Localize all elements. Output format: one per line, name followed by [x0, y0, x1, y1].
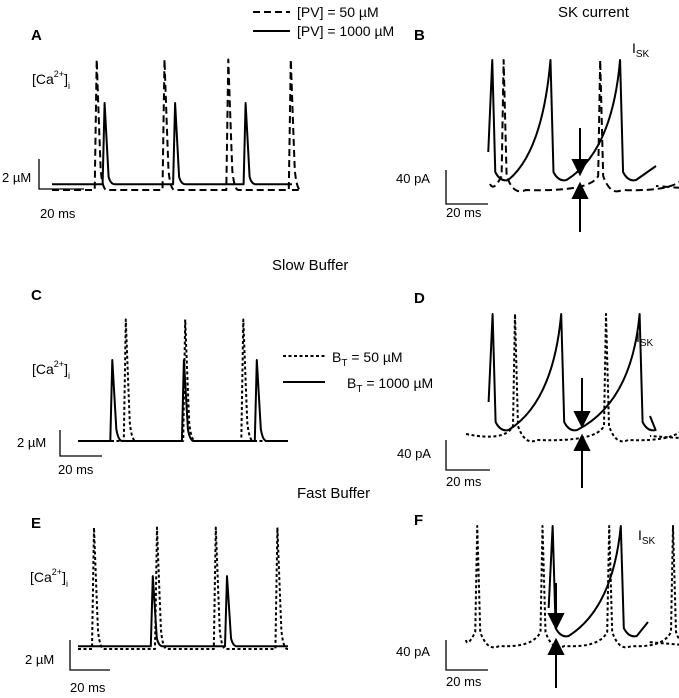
- panel-label-f: F: [414, 512, 423, 529]
- trace-a-pv-1000: [52, 102, 292, 186]
- trace-c-bt-50: [78, 318, 288, 442]
- scale-bar-c-x-label: 20 ms: [58, 462, 94, 477]
- trace-d-bt-50: [465, 313, 679, 443]
- scale-bar-e-y-label: 2 µM: [25, 652, 54, 667]
- title-slow-buffer: Slow Buffer: [272, 257, 348, 274]
- scale-bar-f-x-label: 20 ms: [446, 674, 482, 689]
- scale-bar-e-x-label: 20 ms: [70, 680, 106, 695]
- panel-label-e: E: [31, 515, 41, 532]
- panel-label-d: D: [414, 290, 425, 307]
- scale-bar-b: 40 pA 20 ms: [396, 170, 488, 220]
- trace-e-bt-50: [78, 526, 289, 650]
- scale-bar-c: 2 µM 20 ms: [17, 430, 102, 477]
- arrow-pair-f: [547, 583, 565, 688]
- legend-mid-dashed-label: BT = 50 µM: [332, 349, 403, 369]
- scale-bar-b-y-label: 40 pA: [396, 171, 430, 186]
- scale-bar-d-y-label: 40 pA: [397, 446, 431, 461]
- trace-a-pv-50: [52, 58, 302, 191]
- trace-f-bt-50: [465, 525, 679, 649]
- panel-label-c: C: [31, 287, 42, 304]
- svg-text:[Ca2+]i: [Ca2+]i: [30, 567, 68, 589]
- svg-text:[Ca2+]i: [Ca2+]i: [32, 69, 70, 91]
- trace-b-pv-1000: [487, 59, 657, 182]
- title-sk-current: SK current: [558, 4, 630, 21]
- scale-bar-a-x-label: 20 ms: [40, 206, 76, 221]
- trace-d-bt-1000: [487, 313, 657, 432]
- ca-label-c: [Ca2+]i: [32, 359, 70, 381]
- scale-bar-b-x-label: 20 ms: [446, 205, 482, 220]
- isk-label-b: ISK: [632, 40, 650, 60]
- scale-bar-f: 40 pA 20 ms: [396, 640, 488, 689]
- ca-label-a: [Ca2+]i: [32, 69, 70, 91]
- panel-label-a: A: [31, 27, 42, 44]
- trace-c-bt-1000: [78, 359, 288, 442]
- scale-bar-f-y-label: 40 pA: [396, 644, 430, 659]
- scale-bar-a-y-label: 2 µM: [2, 170, 31, 185]
- isk-label-d: ISK: [636, 329, 654, 349]
- trace-e-bt-1000: [78, 575, 288, 648]
- trace-b-pv-50: [489, 59, 679, 193]
- panel-label-b: B: [414, 27, 425, 44]
- ca-label-e: [Ca2+]i: [30, 567, 68, 589]
- scale-bar-e: 2 µM 20 ms: [25, 640, 110, 695]
- trace-f-bt-1000: [547, 525, 649, 638]
- legend-mid-solid-label: BT = 1000 µM: [347, 375, 433, 395]
- scale-bar-d: 40 pA 20 ms: [397, 440, 490, 489]
- arrow-pair-b: [571, 128, 589, 232]
- arrow-pair-d: [573, 378, 591, 488]
- legend-top-dashed-label: [PV] = 50 µM: [297, 4, 379, 20]
- scale-bar-d-x-label: 20 ms: [446, 474, 482, 489]
- legend-top: [PV] = 50 µM [PV] = 1000 µM: [253, 4, 394, 39]
- legend-mid: BT = 50 µM BT = 1000 µM: [283, 349, 433, 395]
- svg-text:[Ca2+]i: [Ca2+]i: [32, 359, 70, 381]
- scale-bar-a: 2 µM 20 ms: [2, 159, 84, 221]
- scale-bar-c-y-label: 2 µM: [17, 435, 46, 450]
- legend-top-solid-label: [PV] = 1000 µM: [297, 23, 394, 39]
- title-fast-buffer: Fast Buffer: [297, 485, 370, 502]
- isk-label-f: ISK: [638, 527, 656, 547]
